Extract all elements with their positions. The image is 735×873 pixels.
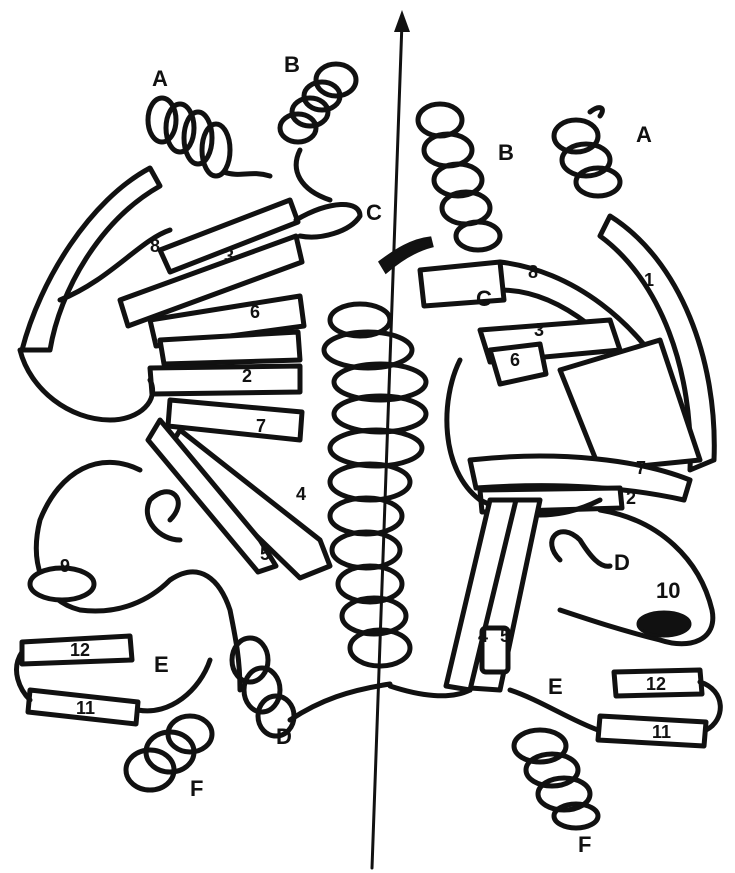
label-right-helix-d: D [614, 550, 630, 575]
label-right-helix-c: C [476, 286, 492, 311]
label-left-strand-8: 8 [150, 236, 160, 256]
label-left-strand-12: 12 [70, 640, 90, 660]
label-left-helix-c: C [366, 200, 382, 225]
label-left-strand-4: 4 [296, 484, 306, 504]
label-right-strand-7: 7 [636, 458, 646, 478]
label-left-strand-6: 6 [250, 302, 260, 322]
label-right-helix-e: E [548, 674, 563, 699]
label-left-helix-b: B [284, 52, 300, 77]
label-right-strand-12: 12 [646, 674, 666, 694]
label-left-helix-a: A [152, 66, 168, 91]
left-helix-b [280, 64, 356, 200]
label-left-helix-e: E [154, 652, 169, 677]
label-right-strand-5: 5 [500, 626, 510, 646]
right-helix-f [514, 730, 598, 828]
left-helix-a [148, 98, 270, 176]
left-subunit [17, 64, 390, 790]
right-helix-b [418, 104, 500, 250]
label-left-helix-f: F [190, 776, 203, 801]
central-helices [324, 238, 432, 666]
label-left-strand-2: 2 [242, 366, 252, 386]
label-right-helix-b: B [498, 140, 514, 165]
label-right-helix-f: F [578, 832, 591, 857]
left-strand-2a [160, 332, 300, 364]
label-left-strand-7: 7 [256, 416, 266, 436]
right-helix-a [554, 108, 620, 196]
label-left-strand-3: 3 [224, 246, 234, 266]
left-loop-9 [147, 492, 180, 540]
label-right-strand-11: 11 [652, 722, 671, 742]
label-left-helix-d: D [276, 724, 292, 749]
label-right-strand-8: 8 [528, 262, 538, 282]
right-strand-10-shape [638, 612, 690, 636]
symmetry-axis [372, 10, 410, 868]
label-left-strand-9: 9 [60, 556, 70, 576]
left-loop-top [20, 350, 153, 420]
left-strand-2 [150, 366, 300, 394]
axis-arrowhead [394, 10, 410, 32]
label-right-strand-10: 10 [656, 578, 680, 603]
left-loop-c [296, 204, 360, 237]
right-subunit [390, 104, 720, 828]
left-helix-d [232, 638, 390, 736]
label-right-helix-a: A [636, 122, 652, 147]
label-right-strand-1: 1 [644, 270, 654, 290]
label-left-strand-5: 5 [260, 544, 270, 564]
label-right-strand-2: 2 [626, 488, 636, 508]
right-loop-d [552, 532, 610, 567]
label-left-strand-11: 11 [76, 698, 95, 718]
central-dark-loop [380, 238, 432, 272]
label-right-strand-6: 6 [510, 350, 520, 370]
label-right-strand-3: 3 [534, 320, 544, 340]
label-right-strand-4: 4 [478, 626, 488, 646]
